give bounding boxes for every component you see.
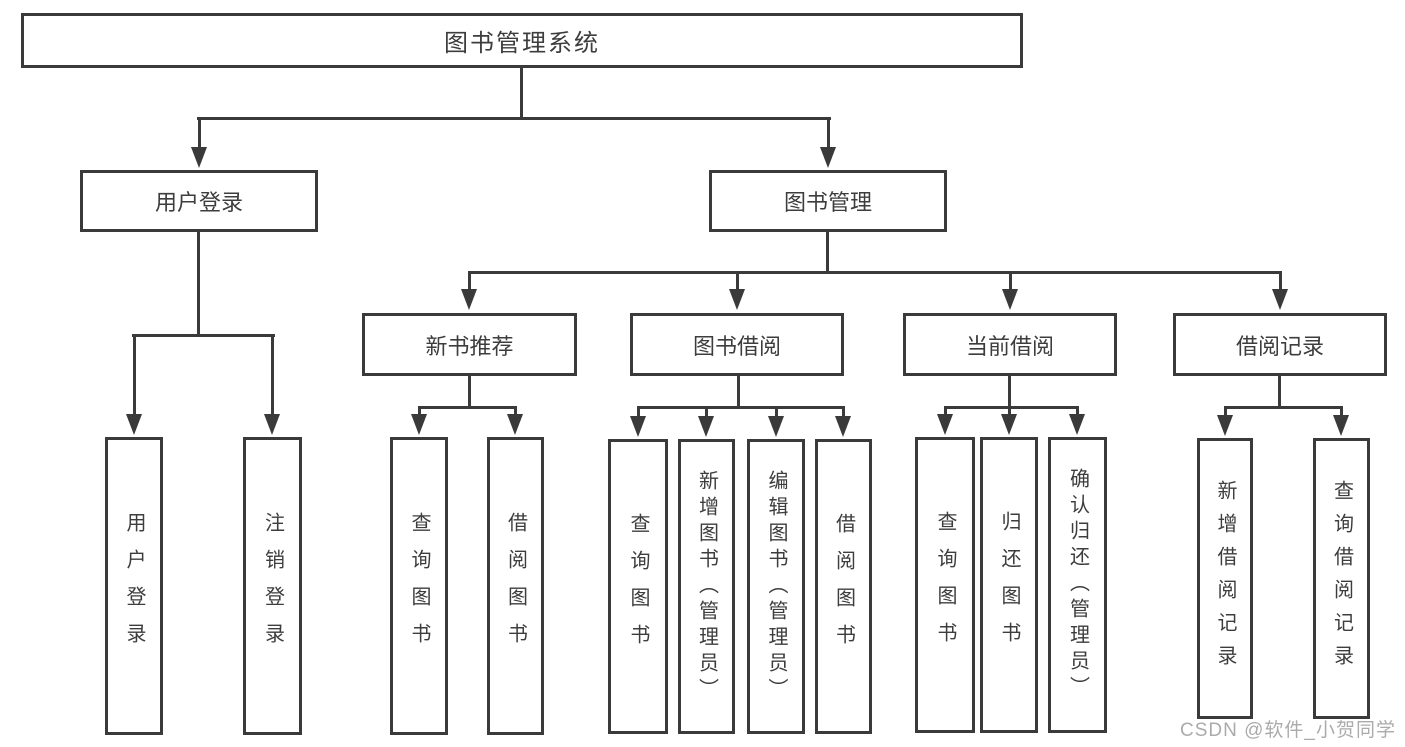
leaf-user-login: 用户登录 <box>105 437 163 735</box>
node-label: 新书推荐 <box>425 333 514 359</box>
arrow-down-icon <box>1069 414 1085 435</box>
arrow-down-icon <box>630 416 646 437</box>
connector-stem <box>520 68 523 119</box>
connector-drop <box>198 117 201 149</box>
arrow-down-icon <box>191 147 207 168</box>
leaf-return-books: 归还图书 <box>980 437 1038 733</box>
node-label: 图书管理 <box>783 190 872 215</box>
arrow-down-icon <box>411 414 427 435</box>
node-new-book-recommendation: 新书推荐 <box>362 313 577 376</box>
connector-drop <box>1076 406 1079 416</box>
arrow-down-icon <box>1002 289 1018 310</box>
connector-drop <box>514 406 517 416</box>
leaf-search-books-recommend: 查询图书 <box>390 437 448 735</box>
arrow-down-icon <box>1001 414 1017 435</box>
node-label: 用户登录 <box>154 190 243 215</box>
node-label: 查询借阅记录 <box>1330 479 1353 678</box>
connector-drop <box>468 271 471 291</box>
connector-stem <box>1008 376 1011 409</box>
arrow-down-icon <box>507 414 523 435</box>
node-label: 借阅图书 <box>832 512 855 661</box>
connector-drop <box>1009 271 1012 291</box>
leaf-logout: 注销登录 <box>243 437 302 735</box>
connector-bar <box>637 406 845 409</box>
node-book-borrowing: 图书借阅 <box>630 313 844 376</box>
connector-stem <box>826 232 829 274</box>
watermark: CSDN @软件_小贺同学 <box>1180 720 1396 741</box>
connector-stem <box>197 232 200 337</box>
arrow-down-icon <box>1333 415 1349 436</box>
connector-drop <box>842 406 845 418</box>
connector-drop <box>271 334 274 416</box>
node-borrowing-records: 借阅记录 <box>1173 313 1387 376</box>
arrow-down-icon <box>768 416 784 437</box>
connector-bar <box>197 117 831 120</box>
leaf-search-books-borrowing: 查询图书 <box>608 439 668 734</box>
connector-drop <box>1224 406 1227 417</box>
leaf-add-books-admin: 新增图书（管理员） <box>678 439 735 734</box>
node-label: 归还图书 <box>998 511 1020 659</box>
connector-bar <box>944 406 1079 409</box>
node-label: 查询图书 <box>408 512 430 660</box>
node-label: 借阅图书 <box>504 512 527 660</box>
node-label: 图书借阅 <box>692 333 781 359</box>
connector-drop <box>1340 406 1343 417</box>
leaf-search-borrow-record: 查询借阅记录 <box>1313 438 1370 719</box>
node-label: 编辑图书（管理员） <box>765 469 787 704</box>
leaf-search-books-current: 查询图书 <box>915 437 975 733</box>
node-book-management: 图书管理 <box>709 170 947 232</box>
node-label: 注销登录 <box>261 512 284 660</box>
connector-drop <box>944 406 947 416</box>
leaf-add-borrow-record: 新增借阅记录 <box>1197 438 1253 719</box>
node-label: 确认归还（管理员） <box>1066 468 1089 702</box>
node-label: 查询图书 <box>627 512 649 661</box>
node-library-management-system: 图书管理系统 <box>21 13 1023 68</box>
connector-bar <box>468 271 1282 274</box>
node-label: 用户登录 <box>123 512 145 660</box>
connector-stem <box>468 376 471 409</box>
connector-drop <box>637 406 640 418</box>
connector-drop <box>418 406 421 416</box>
connector-bar <box>132 334 275 337</box>
node-label: 图书管理系统 <box>444 30 600 57</box>
node-label: 新增图书（管理员） <box>695 469 718 704</box>
arrow-down-icon <box>698 416 714 437</box>
leaf-borrow-books-recommend: 借阅图书 <box>487 437 544 735</box>
connector-stem <box>737 376 740 409</box>
node-label: 新增借阅记录 <box>1214 479 1236 678</box>
arrow-down-icon <box>264 414 280 435</box>
connector-drop <box>736 271 739 291</box>
connector-bar <box>418 406 517 409</box>
arrow-down-icon <box>937 414 953 435</box>
arrow-down-icon <box>835 416 851 437</box>
arrow-down-icon <box>461 289 477 310</box>
leaf-confirm-return-admin: 确认归还（管理员） <box>1048 437 1107 733</box>
connector-drop <box>1279 271 1282 291</box>
arrow-down-icon <box>1272 289 1288 310</box>
arrow-down-icon <box>126 414 142 435</box>
arrow-down-icon <box>820 147 836 168</box>
connector-stem <box>1278 376 1281 409</box>
connector-drop <box>827 117 830 149</box>
connector-bar <box>1224 406 1343 409</box>
node-current-borrowing: 当前借阅 <box>903 313 1117 376</box>
node-label: 借阅记录 <box>1235 333 1324 359</box>
arrow-down-icon <box>729 289 745 310</box>
connector-drop <box>775 406 778 418</box>
connector-drop <box>1008 406 1011 416</box>
leaf-edit-books-admin: 编辑图书（管理员） <box>747 439 805 734</box>
leaf-borrow-books: 借阅图书 <box>815 439 872 734</box>
arrow-down-icon <box>1217 415 1233 436</box>
connector-drop <box>705 406 708 418</box>
node-label: 当前借阅 <box>965 333 1054 359</box>
node-label: 查询图书 <box>934 511 956 659</box>
node-user-login: 用户登录 <box>80 170 318 232</box>
connector-drop <box>133 334 136 416</box>
